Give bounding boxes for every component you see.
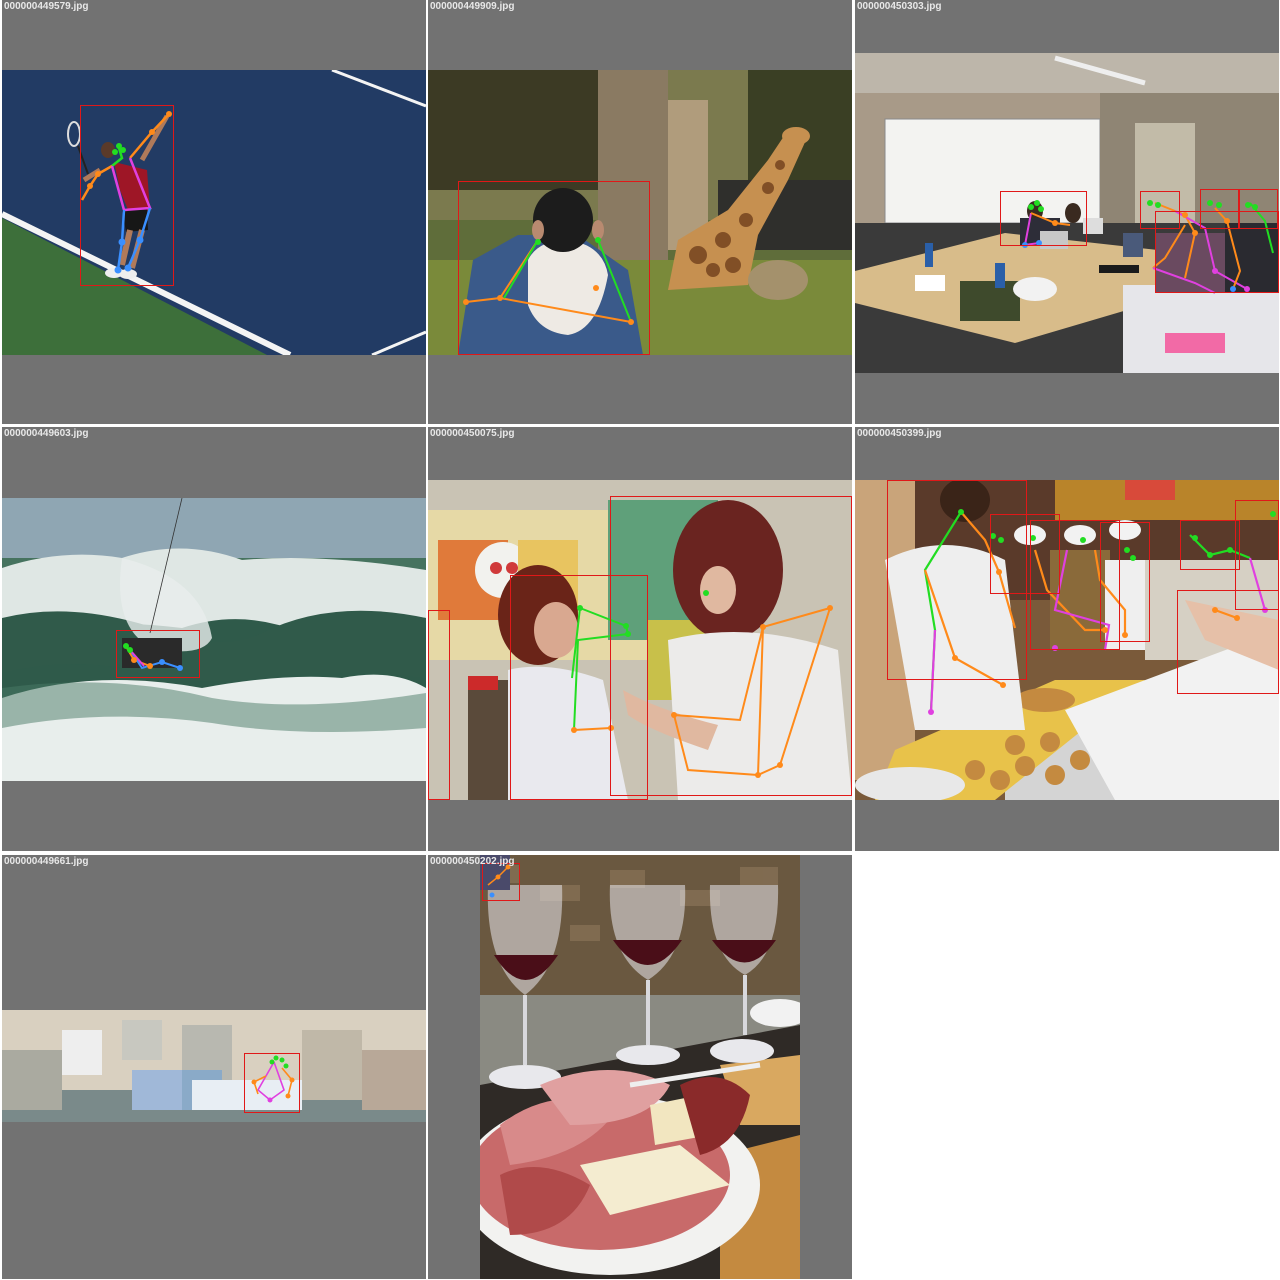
person-bbox [116, 630, 200, 678]
filename-label: 000000449603.jpg [4, 428, 89, 439]
person-bbox [244, 1053, 300, 1113]
tile-classroom: 000000450303.jpg [855, 0, 1279, 424]
person-bbox [510, 575, 648, 800]
photo-tennis-court [2, 70, 426, 355]
person-bbox [1000, 191, 1087, 246]
tile-hospital: 000000449661.jpg [2, 855, 426, 1279]
filename-label: 000000450399.jpg [857, 428, 942, 439]
tile-giraffe: 000000449909.jpg [428, 0, 852, 424]
person-bbox [1140, 191, 1180, 229]
tile-tennis: 000000449579.jpg [2, 0, 426, 424]
photo-bakery-counter [855, 480, 1279, 800]
person-bbox [1238, 189, 1278, 229]
filename-label: 000000449661.jpg [4, 856, 89, 867]
photo-wine-charcuterie [480, 855, 800, 1279]
person-bbox [1155, 211, 1279, 293]
tile-kitesurf: 000000449603.jpg [2, 427, 426, 851]
filename-label: 000000450075.jpg [430, 428, 515, 439]
tile-wine: 000000450202.jpg [428, 855, 852, 1279]
tile-bakery: 000000450399.jpg [855, 427, 1279, 851]
filename-label: 000000449579.jpg [4, 1, 89, 12]
person-bbox [482, 863, 520, 901]
photo-giraffe-viewer [428, 70, 852, 355]
person-bbox [80, 105, 174, 286]
photo-hospital-ward [2, 1010, 426, 1122]
person-bbox [1030, 520, 1120, 650]
person-bbox [887, 480, 1027, 680]
person-bbox [1180, 520, 1240, 570]
photo-classroom [855, 53, 1279, 373]
filename-label: 000000449909.jpg [430, 1, 515, 12]
person-bbox [428, 610, 450, 800]
tile-two-women: 000000450075.jpg [428, 427, 852, 851]
photo-two-women-mural [428, 480, 852, 800]
filename-label: 000000450303.jpg [857, 1, 942, 12]
person-bbox [1200, 189, 1240, 229]
person-bbox [1100, 522, 1150, 642]
person-bbox [458, 181, 650, 355]
photo-kitesurf [2, 498, 426, 781]
person-bbox [1235, 500, 1279, 610]
filename-label: 000000450202.jpg [430, 856, 515, 867]
person-bbox [610, 496, 852, 796]
person-bbox [1177, 590, 1279, 694]
person-bbox [990, 514, 1060, 594]
